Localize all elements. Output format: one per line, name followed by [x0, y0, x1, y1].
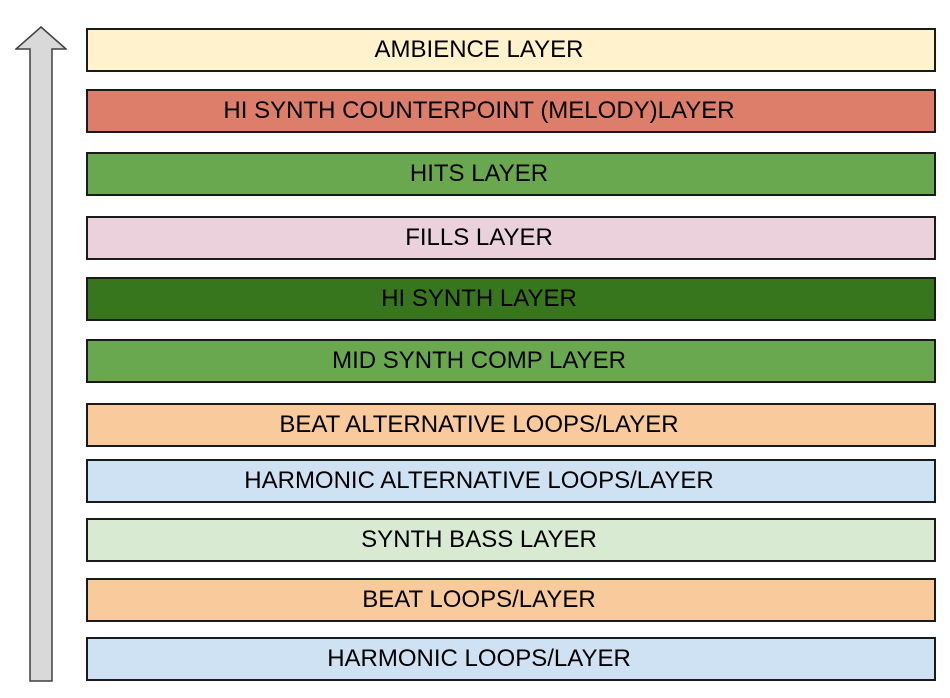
- layer-bar: HI SYNTH LAYER: [86, 277, 936, 321]
- layer-bar: HI SYNTH COUNTERPOINT (MELODY)LAYER: [86, 89, 936, 133]
- layer-bar: BEAT LOOPS/LAYER: [86, 578, 936, 622]
- layer-label: HI SYNTH COUNTERPOINT (MELODY)LAYER: [223, 97, 735, 124]
- layer-bar: SYNTH BASS LAYER: [86, 518, 936, 562]
- layer-label: AMBIENCE LAYER: [374, 36, 584, 63]
- layer-label: MID SYNTH COMP LAYER: [332, 347, 626, 374]
- layer-label: FILLS LAYER: [405, 224, 553, 251]
- up-arrow-icon: [15, 26, 67, 682]
- layer-bar: HITS LAYER: [86, 152, 936, 196]
- layer-label: HI SYNTH LAYER: [381, 285, 577, 312]
- layer-bar: AMBIENCE LAYER: [86, 28, 936, 72]
- layer-label: BEAT LOOPS/LAYER: [362, 586, 596, 613]
- layer-label: HARMONIC LOOPS/LAYER: [327, 645, 631, 672]
- up-arrow-shape: [15, 26, 67, 682]
- layer-label: BEAT ALTERNATIVE LOOPS/LAYER: [279, 411, 679, 438]
- layer-label: HARMONIC ALTERNATIVE LOOPS/LAYER: [244, 467, 714, 494]
- layer-bar: FILLS LAYER: [86, 216, 936, 260]
- layer-label: SYNTH BASS LAYER: [361, 526, 597, 553]
- layer-bar: BEAT ALTERNATIVE LOOPS/LAYER: [86, 403, 936, 447]
- layer-bar: MID SYNTH COMP LAYER: [86, 339, 936, 383]
- layer-label: HITS LAYER: [409, 160, 549, 187]
- layer-bar: HARMONIC LOOPS/LAYER: [86, 637, 936, 681]
- layer-bar: HARMONIC ALTERNATIVE LOOPS/LAYER: [86, 459, 936, 503]
